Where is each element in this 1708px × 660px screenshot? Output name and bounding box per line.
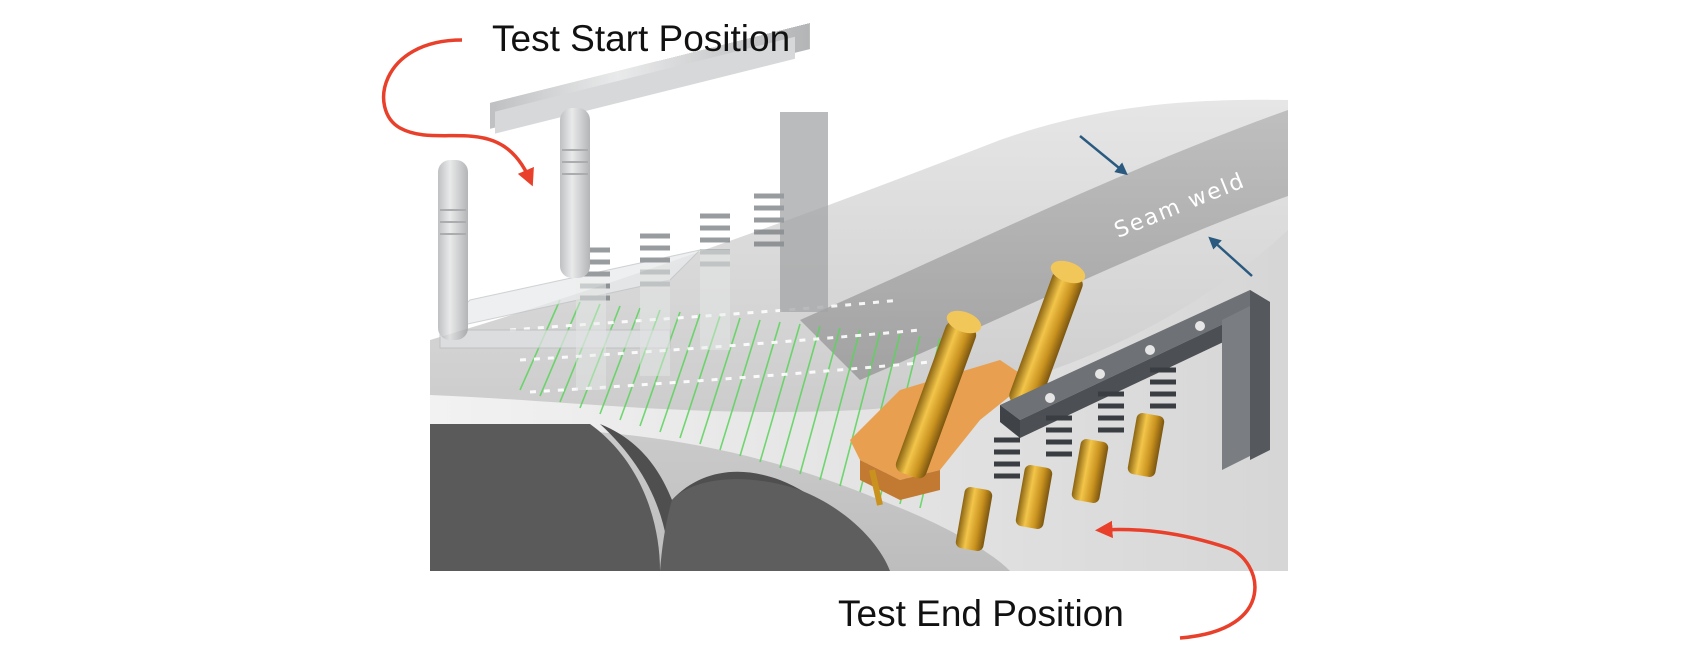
end-fixture <box>850 260 1270 552</box>
leg-4 <box>1127 412 1165 478</box>
weld-scan-dashes <box>509 298 931 394</box>
seam-marker-bottom-icon <box>1208 236 1253 277</box>
test-end-position-label: Test End Position <box>838 593 1124 634</box>
start-fixture-ghost <box>438 23 828 390</box>
probe-left <box>895 310 982 479</box>
start-callout-arrow-icon <box>381 38 534 187</box>
leg-3 <box>1071 438 1109 504</box>
probe-right <box>1009 260 1086 409</box>
leg-1 <box>955 486 993 552</box>
leg-2 <box>1015 464 1053 530</box>
seam-weld-band <box>800 110 1288 380</box>
test-start-position-label: Test Start Position <box>492 18 791 59</box>
seam-marker-top-icon <box>1079 135 1128 176</box>
end-callout-arrow-icon <box>1095 520 1257 640</box>
